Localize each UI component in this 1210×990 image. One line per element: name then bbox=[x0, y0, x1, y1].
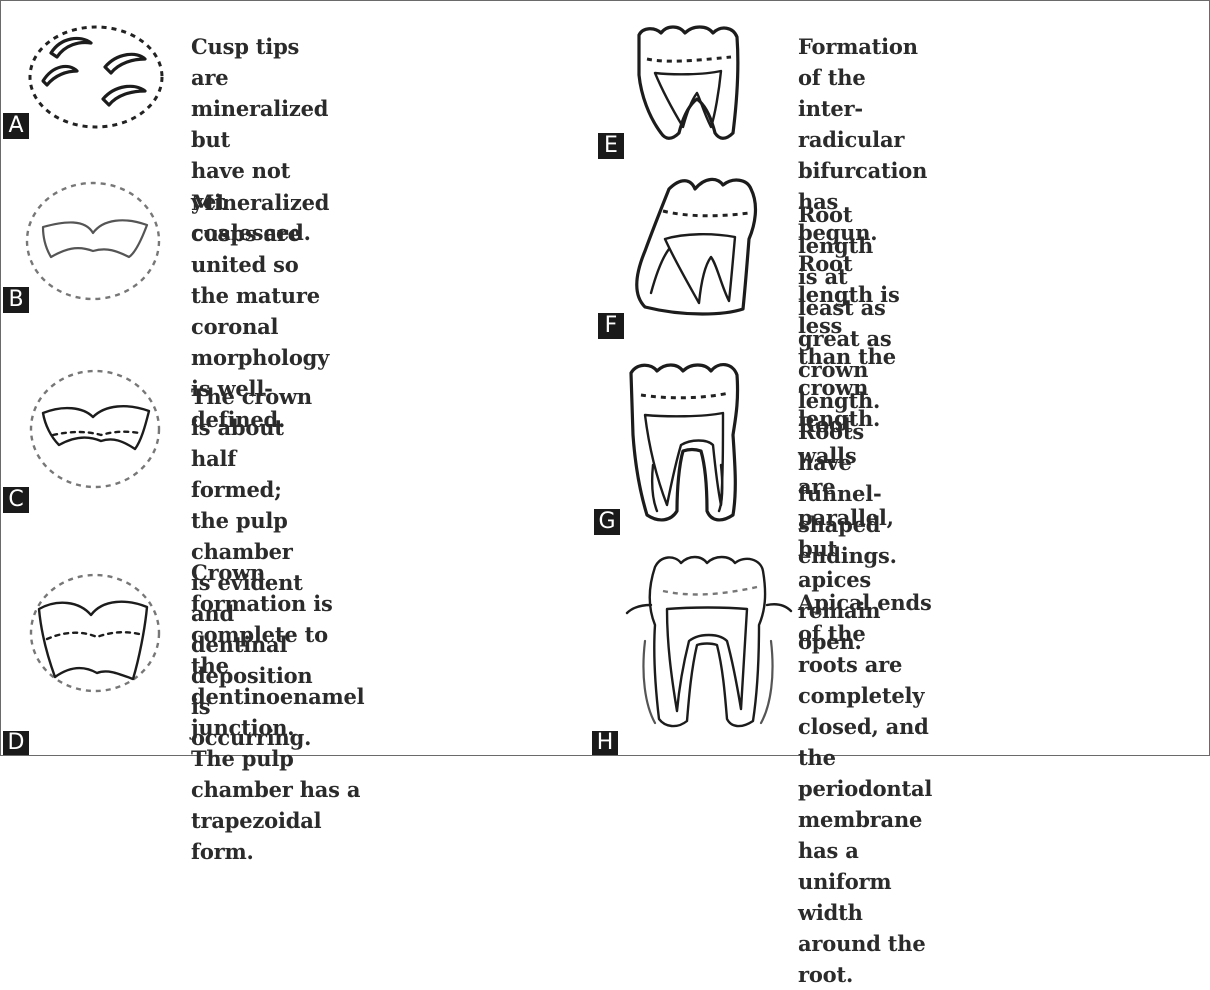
tooth-drawing-c bbox=[29, 369, 161, 489]
stage-description-a: Cusp tips are mineralized but have not y… bbox=[191, 34, 329, 245]
tooth-drawing-d bbox=[29, 573, 161, 693]
stage-label-a: A bbox=[3, 113, 29, 139]
stage-description-h: Apical ends of the roots are completely … bbox=[798, 590, 933, 987]
stage-description-b: Mineralized cusps are united so the matu… bbox=[191, 190, 330, 432]
tooth-drawing-a bbox=[28, 25, 164, 129]
stage-description-f: Root length is at least as great as crow… bbox=[798, 202, 897, 568]
stage-label-g: G bbox=[594, 509, 620, 535]
tooth-drawing-f bbox=[635, 177, 758, 316]
stage-description-d: Crown formation is complete to the denti… bbox=[191, 560, 365, 864]
stage-label-f: F bbox=[598, 313, 624, 339]
stage-label-b: B bbox=[3, 287, 29, 313]
tooth-drawing-g bbox=[629, 363, 740, 522]
tooth-drawing-e bbox=[637, 25, 740, 140]
stage-label-e: E bbox=[598, 133, 624, 159]
stage-description-c: The crown is about half formed; the pulp… bbox=[191, 384, 313, 750]
stage-description-g: Root walls are parallel, but apices rema… bbox=[798, 412, 894, 654]
stage-label-d: D bbox=[3, 731, 29, 755]
tooth-drawing-b bbox=[25, 181, 161, 301]
tooth-drawing-h bbox=[625, 555, 793, 728]
stage-description-e: Formation of the inter- radicular bifurc… bbox=[798, 34, 928, 431]
stage-label-h: H bbox=[592, 731, 618, 755]
stage-label-c: C bbox=[3, 487, 29, 513]
